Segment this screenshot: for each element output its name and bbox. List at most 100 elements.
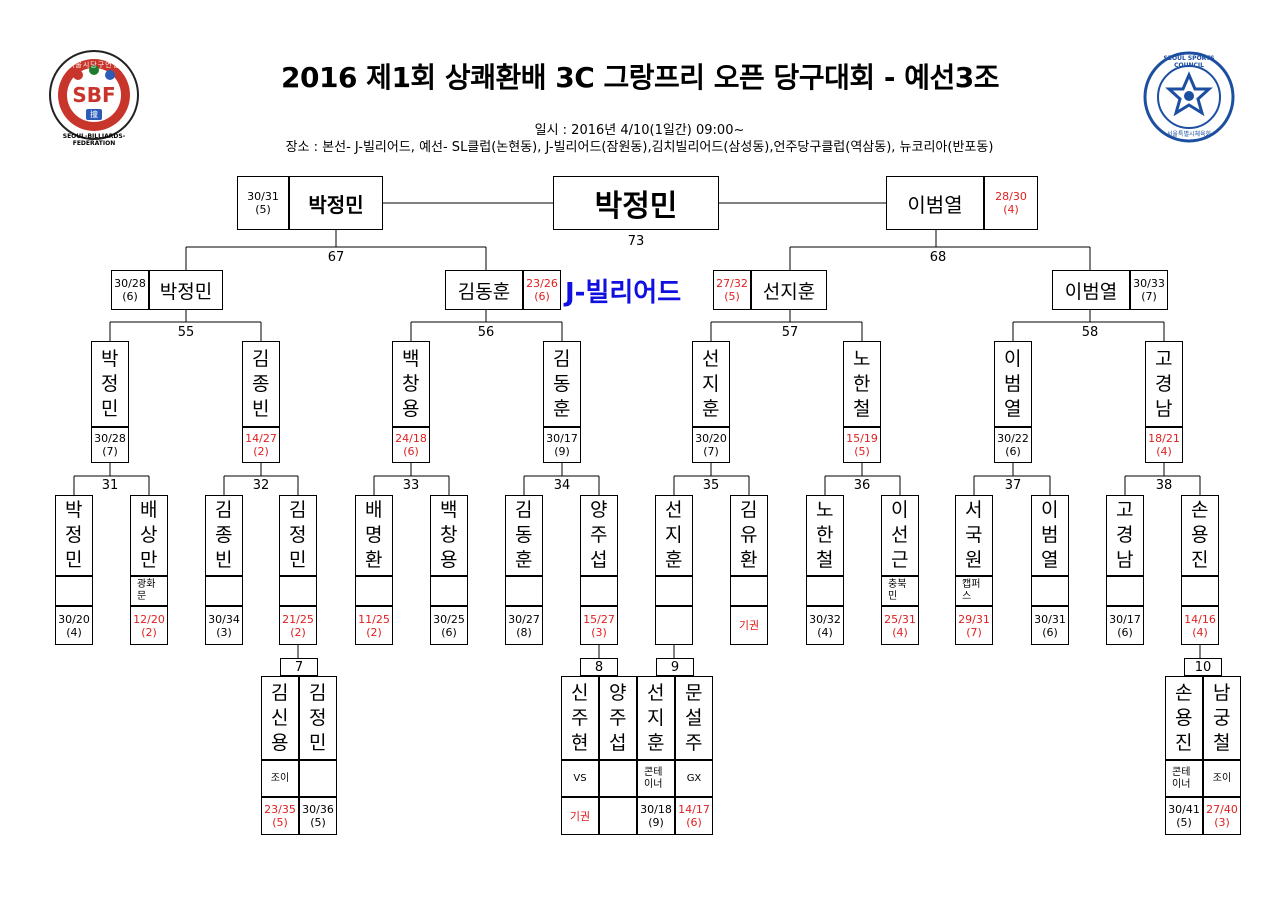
innings-text: (6) xyxy=(534,290,550,303)
innings-text: (2) xyxy=(253,445,269,458)
round3-score-box: 15/19(5) xyxy=(843,427,881,463)
sports-council-logo-bottom-text: 서울특별시체육회 xyxy=(1166,131,1212,138)
round1-note-box: 조이 xyxy=(261,760,299,797)
innings-text: (6) xyxy=(1042,625,1058,639)
match-number: 31 xyxy=(101,478,119,493)
round2-player-box: 김유환 xyxy=(730,495,768,576)
score-text: 29/31 xyxy=(958,612,990,626)
round2-note-box: 캡퍼스 xyxy=(955,576,993,606)
round3-player-box: 김동훈 xyxy=(543,341,581,427)
innings-text: (3) xyxy=(591,625,607,639)
score-text: 30/31 xyxy=(247,190,279,203)
score-text: 14/27 xyxy=(245,432,277,445)
round2-note-box: 충북민 xyxy=(881,576,919,606)
innings-text: (7) xyxy=(1141,290,1157,303)
round1-player-box: 김정민 xyxy=(299,676,337,760)
round2-score-box: 12/20(2) xyxy=(130,606,168,645)
round2-note-box xyxy=(279,576,317,606)
round1-score-box: 30/18(9) xyxy=(637,797,675,835)
quarter-player-box: 선지훈 xyxy=(751,270,827,310)
innings-text: (6) xyxy=(686,816,702,829)
round1-player-box: 양주섭 xyxy=(599,676,637,760)
quarter-score-box: 23/26(6) xyxy=(523,270,561,310)
score-text: 30/28 xyxy=(94,432,126,445)
match-number: 68 xyxy=(929,250,947,265)
round1-player-box: 김신용 xyxy=(261,676,299,760)
round2-score-box: 30/27(8) xyxy=(505,606,543,645)
round3-player-box: 이범열 xyxy=(994,341,1032,427)
sbf-logo-badge: SBF xyxy=(72,83,116,107)
score-text: 30/28 xyxy=(114,277,146,290)
round2-score-box: 30/17(6) xyxy=(1106,606,1144,645)
match-number: 67 xyxy=(327,250,345,265)
round2-score-box: 25/31(4) xyxy=(881,606,919,645)
round3-score-box: 30/17(9) xyxy=(543,427,581,463)
innings-text: (9) xyxy=(554,445,570,458)
round2-note-box xyxy=(730,576,768,606)
round2-player-box: 김정민 xyxy=(279,495,317,576)
round2-player-box: 김동훈 xyxy=(505,495,543,576)
round2-note-box xyxy=(505,576,543,606)
semi-score-box: 28/30(4) xyxy=(984,176,1038,230)
score-text: 23/35 xyxy=(264,803,296,816)
innings-text: (9) xyxy=(648,816,664,829)
innings-text: (6) xyxy=(441,625,457,639)
innings-text: (2) xyxy=(366,625,382,639)
round2-note-box xyxy=(355,576,393,606)
round1-number-box: 8 xyxy=(580,658,618,676)
round2-note-box xyxy=(430,576,468,606)
round3-score-box: 14/27(2) xyxy=(242,427,280,463)
match-number: 55 xyxy=(177,325,195,340)
place-line: 장소 : 본선- J-빌리어드, 예선- SL클럽(논현동), J-빌리어드(잠… xyxy=(285,140,994,155)
innings-text: (4) xyxy=(1156,445,1172,458)
match-number: 38 xyxy=(1155,478,1173,493)
match-number: 34 xyxy=(553,478,571,493)
round1-score-box: 기권 xyxy=(561,797,599,835)
round1-note-box: VS xyxy=(561,760,599,797)
match-number: 58 xyxy=(1081,325,1099,340)
innings-text: (5) xyxy=(854,445,870,458)
round2-score-box: 30/20(4) xyxy=(55,606,93,645)
score-text: 30/17 xyxy=(546,432,578,445)
match-number: 73 xyxy=(627,234,645,249)
innings-text: (5) xyxy=(272,816,288,829)
score-text: 15/27 xyxy=(583,612,615,626)
round2-note-box xyxy=(205,576,243,606)
round1-note-box xyxy=(299,760,337,797)
round1-score-box: 14/17(6) xyxy=(675,797,713,835)
score-text: 24/18 xyxy=(395,432,427,445)
score-text: 18/21 xyxy=(1148,432,1180,445)
score-text: 25/31 xyxy=(884,612,916,626)
round1-player-box: 손용진 xyxy=(1165,676,1203,760)
round2-score-box: 30/31(6) xyxy=(1031,606,1069,645)
round3-player-box: 선지훈 xyxy=(692,341,730,427)
score-text: 12/20 xyxy=(133,612,165,626)
score-text: 30/41 xyxy=(1168,803,1200,816)
score-text: 14/16 xyxy=(1184,612,1216,626)
innings-text: (5) xyxy=(1176,816,1192,829)
round3-player-box: 고경남 xyxy=(1145,341,1183,427)
score-text: 30/20 xyxy=(695,432,727,445)
round2-player-box: 고경남 xyxy=(1106,495,1144,576)
round1-player-box: 선지훈 xyxy=(637,676,675,760)
quarter-score-box: 30/28(6) xyxy=(111,270,149,310)
score-text: 30/20 xyxy=(58,612,90,626)
innings-text: (6) xyxy=(122,290,138,303)
match-number: 57 xyxy=(781,325,799,340)
venue-label: J-빌리어드 xyxy=(565,278,682,308)
innings-text: (5) xyxy=(255,203,271,216)
round2-player-box: 김종빈 xyxy=(205,495,243,576)
semi-player-box: 박정민 xyxy=(289,176,383,230)
match-number: 56 xyxy=(477,325,495,340)
score-text: 23/26 xyxy=(526,277,558,290)
round1-note-box: 조이 xyxy=(1203,760,1241,797)
sports-council-logo-text: SEOUL SPORTS COUNCIL xyxy=(1163,55,1215,69)
round1-player-box: 신주현 xyxy=(561,676,599,760)
score-text: 30/17 xyxy=(1109,612,1141,626)
round3-score-box: 30/20(7) xyxy=(692,427,730,463)
round2-score-box: 30/25(6) xyxy=(430,606,468,645)
round3-player-box: 백창용 xyxy=(392,341,430,427)
innings-text: (3) xyxy=(1214,816,1230,829)
round1-number-box: 7 xyxy=(280,658,318,676)
score-text: 30/32 xyxy=(809,612,841,626)
